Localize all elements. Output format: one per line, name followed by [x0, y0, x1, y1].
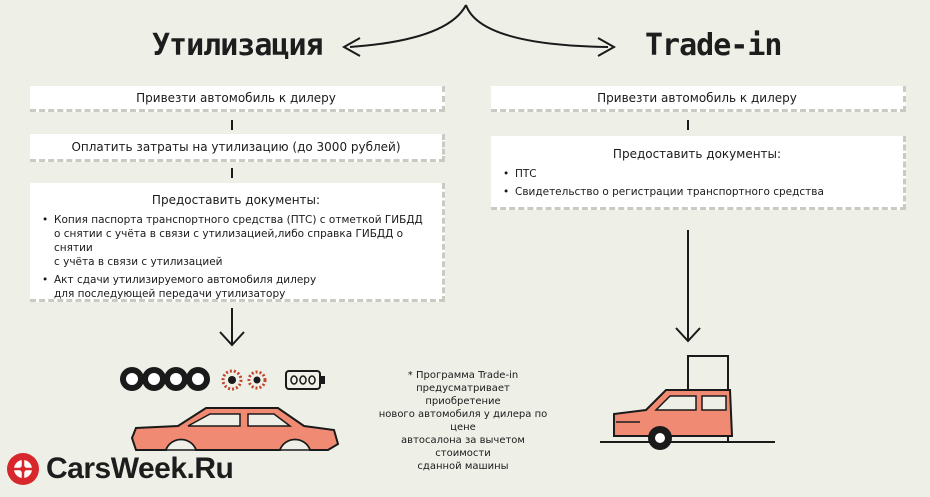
tradein-step-bring-car: Привезти автомобиль к дилеру	[491, 86, 906, 112]
list-item: Акт сдачи утилизируемого автомобиля диле…	[42, 273, 442, 301]
down-arrow-left	[219, 308, 245, 347]
utilization-step-bring-car: Привезти автомобиль к дилеру	[30, 86, 445, 112]
docs-title: Предоставить документы:	[612, 147, 782, 161]
utilization-title: Утилизация	[152, 28, 324, 63]
connector	[231, 168, 233, 178]
car-in-garage-icon	[600, 355, 775, 450]
tradein-title: Trade-in	[645, 28, 782, 63]
wheel-logo-icon	[7, 453, 39, 485]
down-arrow-right	[675, 230, 701, 343]
connector	[687, 120, 689, 130]
car-body-shell-icon	[130, 407, 340, 451]
list-item: Копия паспорта транспортного средства (П…	[42, 213, 442, 269]
docs-list: Копия паспорта транспортного средства (П…	[30, 213, 442, 301]
branch-arrows	[341, 4, 617, 57]
step-label: Оплатить затраты на утилизацию (до 3000 …	[71, 140, 401, 154]
gears-icon	[221, 369, 267, 391]
engine-icon	[285, 370, 325, 390]
carsweek-logo: CarsWeek.Ru	[6, 452, 234, 486]
list-item: ПТС	[503, 167, 903, 181]
logo-text: CarsWeek.Ru	[46, 452, 234, 485]
docs-title: Предоставить документы:	[151, 193, 321, 207]
tradein-docs-box: Предоставить документы: ПТС Свидетельств…	[491, 136, 906, 210]
step-label: Привезти автомобиль к дилеру	[597, 91, 797, 105]
step-label: Привезти автомобиль к дилеру	[136, 91, 336, 105]
list-item: Свидетельство о регистрации транспортног…	[503, 185, 903, 199]
utilization-docs-box: Предоставить документы: Копия паспорта т…	[30, 183, 445, 302]
tradein-footnote: * Программа Trade-in предусматривает при…	[378, 370, 548, 472]
tires-icon	[120, 367, 210, 391]
utilization-step-pay: Оплатить затраты на утилизацию (до 3000 …	[30, 134, 445, 162]
docs-list: ПТС Свидетельство о регистрации транспор…	[491, 167, 903, 199]
connector	[231, 120, 233, 130]
